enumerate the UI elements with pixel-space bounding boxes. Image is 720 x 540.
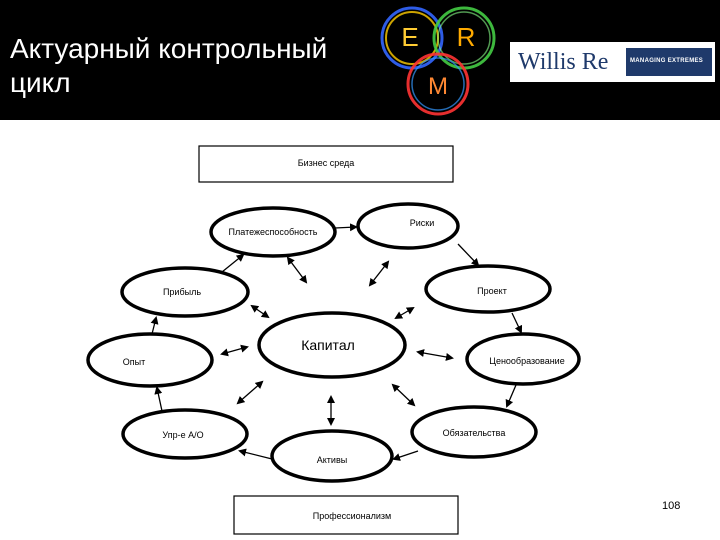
node-risks <box>356 202 460 250</box>
willis-tagline-box: MANAGING EXTREMES <box>626 48 712 76</box>
node-risks-label: Риски <box>410 218 435 228</box>
node-project-label: Проект <box>477 286 507 296</box>
arrow-capital-experience <box>220 344 249 357</box>
title-line-2: цикл <box>10 67 71 98</box>
node-assets-label: Активы <box>317 455 347 465</box>
arrow-pricing-liabilities <box>505 384 517 408</box>
professionalism-label: Профессионализм <box>313 511 392 521</box>
business-environment-label: Бизнес среда <box>298 158 355 168</box>
node-capital <box>257 311 407 379</box>
node-alm <box>121 408 249 460</box>
arrow-capital-solvency <box>286 256 308 284</box>
arrow-liabilities-assets <box>392 450 419 461</box>
arrow-experience-profit <box>150 316 159 335</box>
business-environment-box <box>198 145 454 183</box>
node-pricing <box>465 332 581 386</box>
node-pricing-label: Ценообразование <box>489 356 564 366</box>
node-capital-label: Капитал <box>301 337 355 353</box>
arrow-profit-solvency <box>221 253 245 273</box>
willis-tagline: MANAGING EXTREMES <box>630 58 704 64</box>
arrow-assets-alm <box>238 448 273 460</box>
erm-letter-r: R <box>457 22 476 52</box>
arrow-capital-profit <box>250 304 270 319</box>
arrow-capital-alm <box>236 380 264 405</box>
node-solvency-label: Платежеспособность <box>229 227 318 237</box>
node-solvency <box>209 206 337 258</box>
node-profit-label: Прибыль <box>163 287 201 297</box>
willis-name: Willis Re <box>518 49 609 75</box>
erm-letter-m: M <box>428 73 448 100</box>
node-experience <box>86 332 214 388</box>
page-number: 108 <box>662 500 681 512</box>
arrow-project-pricing <box>511 312 523 334</box>
arrow-risks-project <box>457 243 480 267</box>
arrow-capital-liabilities <box>391 383 416 407</box>
erm-letter-e: E <box>401 22 418 52</box>
node-liabilities <box>410 405 538 459</box>
arrow-capital-project <box>394 306 415 320</box>
arrow-capital-risks <box>368 260 390 287</box>
node-experience-label: Опыт <box>123 357 145 367</box>
arrow-capital-pricing <box>416 349 454 361</box>
arrow-alm-experience <box>154 386 163 412</box>
node-assets <box>270 429 394 483</box>
erm-logo: E R M <box>380 6 496 116</box>
node-liabilities-label: Обязательства <box>443 428 506 438</box>
willis-re-logo: Willis Re MANAGING EXTREMES <box>510 42 715 82</box>
node-alm-label: Упр-е А/О <box>162 430 203 440</box>
arrow-solvency-risks <box>334 223 358 232</box>
node-profit <box>120 266 250 318</box>
title-line-1: Актуарный контрольный <box>10 33 328 64</box>
slide-title: Актуарный контрольный цикл <box>10 32 327 100</box>
node-project <box>424 264 552 314</box>
header-bar: Актуарный контрольный цикл E R M Willis … <box>0 0 720 120</box>
professionalism-box <box>233 495 459 535</box>
